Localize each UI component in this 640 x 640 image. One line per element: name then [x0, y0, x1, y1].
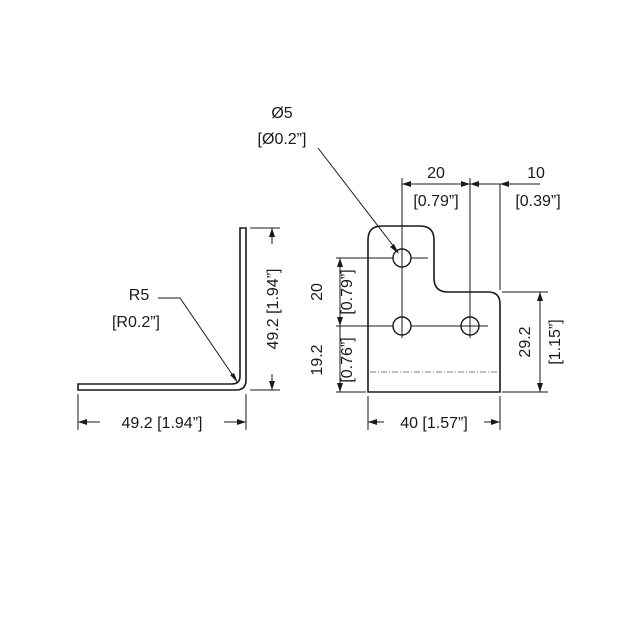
tab-offset-arrow-left	[470, 181, 479, 187]
side-view: R5 [R0.2”] 49.2 [1.94”] 49.2 [1.94”]	[77, 227, 282, 432]
hole-to-bend-arrow-bottom	[337, 383, 343, 392]
hole-spacing-y-imperial: [0.79”]	[339, 269, 356, 314]
hole-spacing-y-arrow-top	[337, 258, 343, 267]
width-arrow-left	[78, 419, 87, 425]
hole-spacing-x-imperial: [0.79”]	[413, 193, 458, 210]
tab-offset-imperial: [0.39”]	[515, 193, 560, 210]
hole-diameter-value: Ø5	[271, 105, 292, 122]
tab-offset-arrow-right	[500, 181, 509, 187]
hole-spacing-y-value: 20	[309, 283, 326, 301]
radius-imperial: [R0.2”]	[112, 314, 160, 331]
radius-value: R5	[129, 287, 150, 304]
overall-width-label: 40 [1.57”]	[400, 415, 468, 432]
hole-to-bend-imperial: [0.76”]	[339, 337, 356, 382]
radius-leader	[158, 297, 237, 381]
height-arrow-top	[269, 228, 275, 237]
radius-arrow	[230, 373, 238, 383]
height-arrow-bottom	[269, 381, 275, 390]
overall-width-arrow-left	[368, 419, 377, 425]
plate-outline	[367, 225, 501, 393]
bracket-profile	[77, 227, 247, 391]
hole-spacing-y-arrow-bottom	[337, 317, 343, 326]
tab-offset-value: 10	[527, 165, 545, 182]
short-leg-value: 29.2	[517, 326, 534, 357]
hole-spacing-x-value: 20	[427, 165, 445, 182]
short-leg-arrow-top	[537, 292, 543, 301]
short-leg-arrow-bottom	[537, 383, 543, 392]
hole-spacing-x-arrow-left	[402, 181, 411, 187]
height-label: 49.2 [1.94”]	[265, 269, 282, 350]
hole-diameter-leader	[317, 147, 399, 253]
hole-spacing-x-arrow-right	[461, 181, 470, 187]
overall-width-arrow-right	[491, 419, 500, 425]
width-arrow-right	[237, 419, 246, 425]
hole-diameter-imperial: [Ø0.2”]	[258, 131, 307, 148]
front-view: Ø5 [Ø0.2”] 20 [0.79”] 10 [0.39”] 20 [0.7…	[258, 105, 564, 432]
width-label: 49.2 [1.94”]	[122, 415, 203, 432]
hole-diameter-arrow	[390, 244, 399, 254]
hole-to-bend-value: 19.2	[309, 344, 326, 375]
short-leg-imperial: [1.15”]	[547, 319, 564, 364]
